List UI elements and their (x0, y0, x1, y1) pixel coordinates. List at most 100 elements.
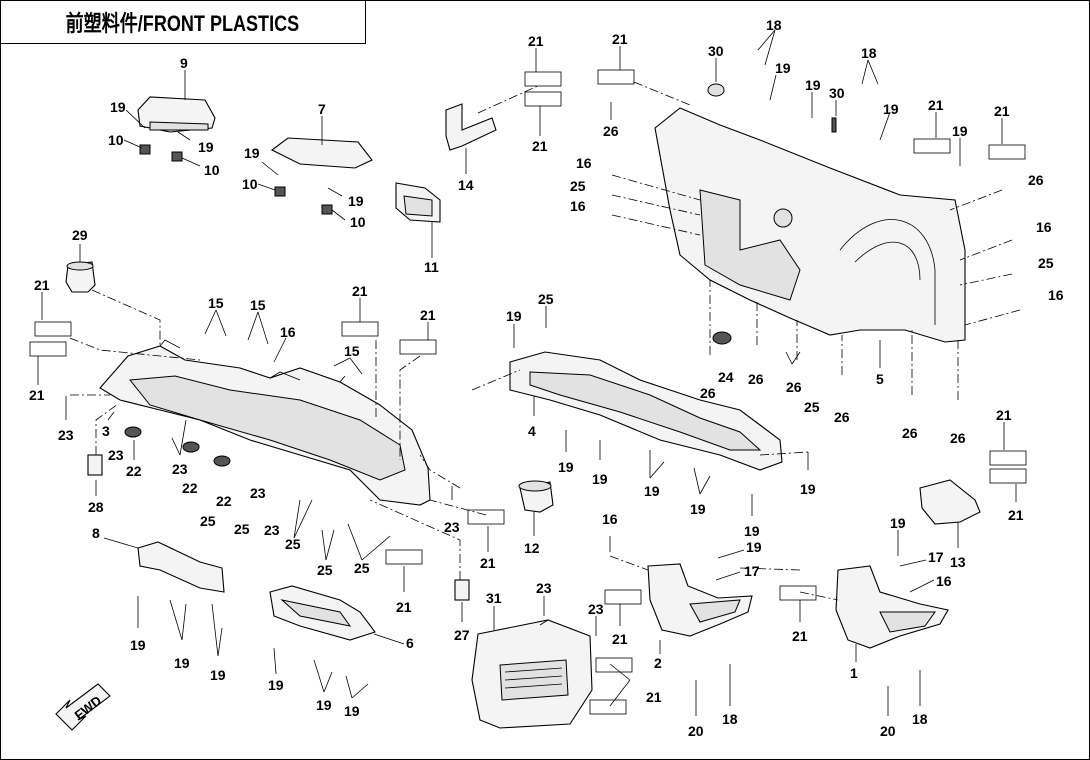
callout-23: 23 (536, 580, 552, 596)
callout-19: 19 (130, 637, 146, 653)
callout-3: 3 (102, 423, 110, 439)
callout-21: 21 (928, 97, 944, 113)
callout-19: 19 (558, 459, 574, 475)
callout-14: 14 (458, 177, 474, 193)
page-title: 前塑料件/FRONT PLASTICS (65, 10, 300, 36)
callout-16: 16 (936, 573, 952, 589)
callout-22: 22 (216, 493, 232, 509)
callout-1: 1 (850, 665, 858, 681)
callout-19: 19 (746, 539, 762, 555)
part-24-grommet (712, 331, 732, 345)
callout-30: 30 (829, 85, 845, 101)
callout-27: 27 (454, 627, 470, 643)
callout-23: 23 (172, 461, 188, 477)
part-12-cup-holder (518, 480, 554, 513)
callout-15: 15 (344, 343, 360, 359)
callout-9: 9 (180, 55, 188, 71)
callout-21: 21 (646, 689, 662, 705)
callout-19: 19 (210, 667, 226, 683)
callout-10: 10 (242, 176, 258, 192)
callout-29: 29 (72, 227, 88, 243)
callout-19: 19 (690, 501, 706, 517)
part-30-grommet (707, 83, 725, 97)
callout-25: 25 (1038, 255, 1054, 271)
callout-26: 26 (950, 430, 966, 446)
part-22-grommet-a (124, 426, 142, 438)
callout-21: 21 (420, 307, 436, 323)
title-box: 前塑料件/FRONT PLASTICS (0, 0, 366, 44)
callout-7: 7 (318, 101, 326, 117)
callout-20: 20 (688, 723, 704, 739)
callout-19: 19 (644, 483, 660, 499)
callout-26: 26 (700, 385, 716, 401)
callout-23: 23 (444, 519, 460, 535)
part-3-dash-structure (99, 339, 431, 506)
callout-19: 19 (883, 101, 899, 117)
part-2-footwell (647, 563, 753, 637)
callout-31: 31 (486, 590, 502, 606)
callout-25: 25 (200, 513, 216, 529)
callout-16: 16 (1036, 219, 1052, 235)
callout-22: 22 (126, 463, 142, 479)
callout-19: 19 (316, 697, 332, 713)
callout-16: 16 (280, 324, 296, 340)
callout-13: 13 (950, 554, 966, 570)
callout-17: 17 (744, 563, 760, 579)
callout-18: 18 (722, 711, 738, 727)
part-6-cover (269, 585, 376, 641)
callout-23: 23 (58, 427, 74, 443)
callout-15: 15 (250, 297, 266, 313)
callout-21: 21 (1008, 507, 1024, 523)
callout-25: 25 (354, 560, 370, 576)
callout-21: 21 (612, 631, 628, 647)
callout-10: 10 (350, 214, 366, 230)
part-27-pad (454, 579, 470, 601)
callout-23: 23 (588, 601, 604, 617)
callout-24: 24 (718, 369, 734, 385)
part-9-cover (137, 96, 216, 162)
callout-19: 19 (244, 145, 260, 161)
callout-21: 21 (396, 599, 412, 615)
part-28-pad (87, 454, 103, 476)
callout-19: 19 (506, 308, 522, 324)
part-22-grommet-b (182, 441, 200, 453)
callout-30: 30 (708, 43, 724, 59)
part-29-cup-holder (65, 261, 96, 293)
callout-8: 8 (92, 525, 100, 541)
callout-19: 19 (890, 515, 906, 531)
callout-25: 25 (285, 536, 301, 552)
part-31-grille (471, 619, 593, 729)
callout-21: 21 (792, 628, 808, 644)
part-7-cover (270, 137, 373, 215)
fwd-arrow: FWD (55, 683, 111, 731)
callout-4: 4 (528, 423, 536, 439)
callout-19: 19 (110, 99, 126, 115)
callout-19: 19 (800, 481, 816, 497)
fastener-pairs (29, 69, 1027, 715)
callout-22: 22 (182, 480, 198, 496)
callout-19: 19 (952, 123, 968, 139)
callout-16: 16 (1048, 287, 1064, 303)
callout-21: 21 (528, 33, 544, 49)
callout-labels: 9 19 10 19 10 7 19 10 19 10 11 21 21 14 … (29, 17, 1064, 739)
callout-26: 26 (902, 425, 918, 441)
callout-19: 19 (592, 471, 608, 487)
callout-28: 28 (88, 499, 104, 515)
callout-25: 25 (804, 399, 820, 415)
callout-19: 19 (174, 655, 190, 671)
callout-21: 21 (532, 138, 548, 154)
callout-5: 5 (876, 371, 884, 387)
callout-15: 15 (208, 295, 224, 311)
callout-21: 21 (994, 103, 1010, 119)
callout-11: 11 (424, 259, 439, 275)
callout-26: 26 (786, 379, 802, 395)
callout-21: 21 (996, 407, 1012, 423)
callout-18: 18 (861, 45, 877, 61)
callout-16: 16 (576, 155, 592, 171)
callout-10: 10 (108, 132, 124, 148)
callout-21: 21 (480, 555, 496, 571)
part-11-panel (395, 182, 441, 223)
callout-19: 19 (198, 139, 214, 155)
callout-23: 23 (108, 447, 124, 463)
